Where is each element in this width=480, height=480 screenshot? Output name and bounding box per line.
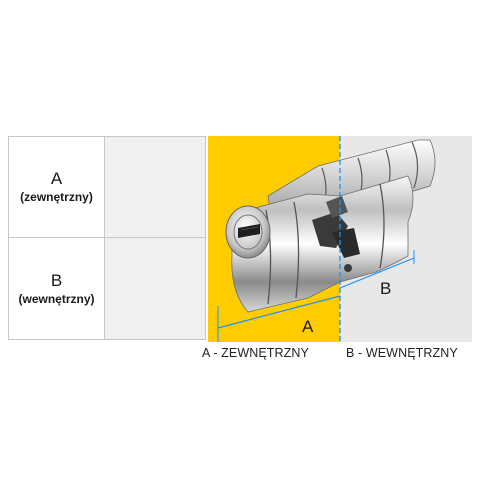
row-b-description: (wewnętrzny) [18,291,95,306]
dimension-a-label: A [302,317,314,336]
cylinder-illustration: A B [208,136,472,342]
dimension-a: A [217,295,341,342]
row-a-label: A (zewnętrzny) [9,137,105,238]
row-a-value [105,137,205,238]
caption-outer: A - ZEWNĘTRZNY [202,346,309,360]
dimension-b: B [339,136,415,342]
caption-inner: B - WEWNĘTRZNY [346,346,458,360]
cylinder-body [231,139,436,313]
dimension-table: A (zewnętrzny) B (wewnętrzny) [8,136,206,340]
row-b-value [105,238,205,339]
row-a-letter: A [50,169,63,188]
row-b-letter: B [50,270,63,290]
dimension-b-label: B [380,279,391,298]
row-b-label: B (wewnętrzny) [9,238,105,339]
row-a-description: (zewnętrzny) [20,190,93,204]
key-face [225,205,271,259]
